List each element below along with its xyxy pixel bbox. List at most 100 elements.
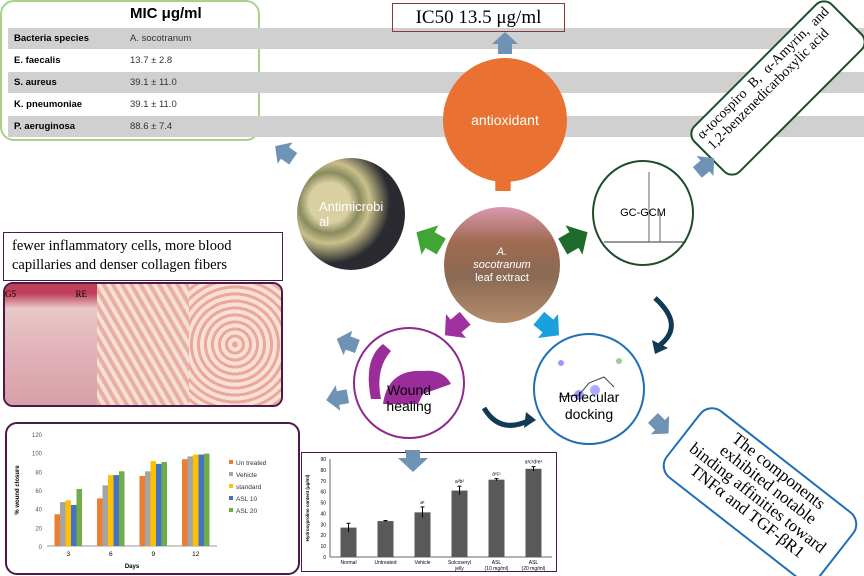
x-axis-label: Days xyxy=(125,564,140,570)
histology-text-box: fewer inflammatory cells, more blood cap… xyxy=(3,232,283,281)
bar xyxy=(187,456,193,546)
bar xyxy=(204,453,210,546)
x-tick-label: 3 xyxy=(66,551,70,558)
bar xyxy=(108,475,114,546)
arrow-left-icon xyxy=(408,217,450,262)
legend-swatch xyxy=(229,496,233,500)
x-tick-label: Solcoseryl xyxy=(448,560,471,566)
antioxidant-circle: antioxidant xyxy=(443,58,567,182)
bar xyxy=(340,527,357,557)
species: K. pneumoniae xyxy=(14,99,83,110)
y-tick-label: 40 xyxy=(320,511,326,517)
bar-annotation: a²b² xyxy=(455,479,464,485)
y-axis-label: Hydroxyproline content (μg/ml) xyxy=(305,474,310,541)
arrowhead-icon xyxy=(524,412,536,428)
table-row: S. aureus 39.1 ± 11.0 xyxy=(8,72,864,93)
bar xyxy=(71,504,77,546)
table-row: K. pneumoniae 39.1 ± 11.0 xyxy=(8,94,864,115)
x-tick-label: 9 xyxy=(151,551,155,558)
bar xyxy=(198,454,204,546)
bar xyxy=(150,461,156,546)
wound-healing-circle: Wound healing xyxy=(353,327,465,439)
x-tick-label: 12 xyxy=(192,551,200,558)
histology-images: G5 RE xyxy=(3,282,283,407)
mic-value: 39.1 ± 11.0 xyxy=(130,99,177,110)
center-label: leaf extract xyxy=(475,271,529,284)
bar-annotation: a³c²d²e² xyxy=(525,460,543,466)
bar-annotation: a¹ xyxy=(420,500,425,506)
antimicrobial-circle: Antimicrobial xyxy=(297,158,405,270)
header-cell: A. socotranum xyxy=(130,33,192,44)
x-tick-label: Vehicle xyxy=(414,560,430,566)
x-tick-label: Normal xyxy=(340,560,356,566)
bar xyxy=(377,521,394,557)
extract-circle: A. socotranum leaf extract xyxy=(444,207,560,323)
molecular-docking-circle: Molecular docking xyxy=(533,333,645,445)
chromatogram-icon xyxy=(604,172,686,243)
header-cell: Bacteria species xyxy=(14,33,89,44)
bar xyxy=(54,514,60,546)
mic-header-row: Bacteria species A. socotranum xyxy=(8,28,864,49)
arrow-icon xyxy=(267,135,301,170)
bar xyxy=(139,476,145,546)
arrow-right-icon xyxy=(554,217,596,262)
species: E. faecalis xyxy=(14,55,61,66)
y-tick-label: 10 xyxy=(320,544,326,550)
table-row: E. faecalis 13.7 ± 2.8 xyxy=(8,50,864,71)
y-tick-label: 20 xyxy=(35,526,42,532)
gcms-label: GC-GCM xyxy=(620,207,666,219)
arrowhead-icon xyxy=(652,340,668,354)
arrow-icon xyxy=(332,326,362,359)
bar xyxy=(97,498,103,546)
y-tick-label: 40 xyxy=(35,508,42,514)
histology-label: G5 xyxy=(5,289,16,299)
bar xyxy=(525,468,542,557)
wound-label: healing xyxy=(386,398,432,414)
legend-swatch xyxy=(229,472,233,476)
bar xyxy=(156,463,162,546)
y-tick-label: 100 xyxy=(32,452,43,458)
legend-swatch xyxy=(229,460,233,464)
bar xyxy=(145,471,151,546)
y-tick-label: 20 xyxy=(320,533,326,539)
bar xyxy=(102,485,108,546)
y-tick-label: 70 xyxy=(320,479,326,485)
bar xyxy=(76,489,82,546)
docking-label: Molecular xyxy=(558,389,620,405)
legend-label: ASL 20 xyxy=(236,508,257,515)
table-row: P. aeruginosa 88.6 ± 7.4 xyxy=(8,116,864,137)
bar xyxy=(119,471,125,546)
mic-title: MIC μg/ml xyxy=(130,5,202,22)
mic-table: MIC μg/ml Bacteria species A. socotranum… xyxy=(0,0,864,141)
wound-label: Wound xyxy=(386,382,432,398)
gcms-circle: GC-GCM xyxy=(592,160,694,266)
docking-result-box: The components exhibited notable binding… xyxy=(656,400,864,576)
bar xyxy=(161,462,167,546)
center-label: A. xyxy=(496,245,508,258)
y-tick-label: 60 xyxy=(35,489,42,495)
mic-value: 13.7 ± 2.8 xyxy=(130,55,173,66)
bar-annotation: a²c¹ xyxy=(492,472,501,478)
arrow-down-icon xyxy=(398,450,428,472)
y-tick-label: 0 xyxy=(39,545,43,551)
y-tick-label: 80 xyxy=(320,468,326,474)
x-tick-label: 6 xyxy=(109,551,113,558)
bar xyxy=(60,502,66,546)
mic-value: 88.6 ± 7.4 xyxy=(130,121,173,132)
x-tick-label: jelly xyxy=(454,566,464,571)
y-tick-label: 80 xyxy=(35,470,42,476)
bar xyxy=(414,512,431,557)
x-tick-label: Untreated xyxy=(375,560,397,566)
legend-swatch xyxy=(229,484,233,488)
arrow-icon xyxy=(643,408,678,443)
molecule-icon xyxy=(558,358,622,400)
y-tick-label: 120 xyxy=(32,433,43,439)
bar xyxy=(113,475,119,546)
bar xyxy=(488,479,505,557)
arrow-icon xyxy=(323,383,351,413)
bar xyxy=(182,459,188,546)
